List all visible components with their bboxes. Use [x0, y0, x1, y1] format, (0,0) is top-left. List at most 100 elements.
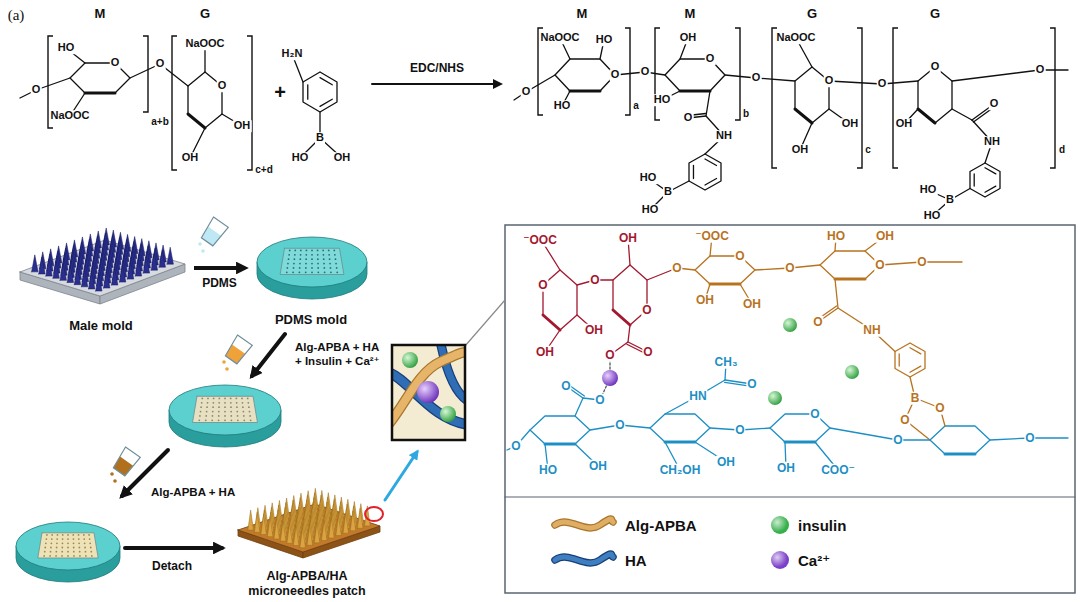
aromatic-bond: [705, 178, 717, 184]
mold-cavity: [85, 555, 87, 557]
structure-label: O: [916, 256, 927, 269]
process-label: Alg-APBA + HA: [150, 486, 236, 498]
mold-cavity: [56, 538, 58, 540]
polymer-bracket: [247, 36, 252, 170]
structure-label: HO: [538, 464, 558, 477]
mold-cavity: [335, 258, 337, 260]
mold-cavity: [230, 411, 232, 413]
mold-cavity: [293, 263, 295, 265]
mold-top: [16, 522, 120, 570]
mold-cavity-area: [38, 533, 98, 558]
insulin-sphere: [845, 365, 859, 379]
bond-line: [835, 279, 895, 352]
mold-cavity: [55, 555, 57, 557]
structure-label: B: [945, 194, 955, 206]
mold-cavity: [317, 271, 319, 273]
mold-cavity: [83, 538, 85, 540]
structure-label: O: [671, 262, 682, 275]
sugar-ring: [650, 414, 710, 442]
ring-front-edge: [545, 443, 575, 446]
zoom-inset: [388, 340, 470, 440]
mold-cavity: [230, 402, 232, 404]
mold-cavity: [242, 402, 244, 404]
mold-cavity: [61, 555, 63, 557]
structure-label: O: [734, 250, 745, 263]
structure-label: O: [537, 279, 548, 292]
mold-cavity: [73, 547, 75, 549]
structure-label: HO: [553, 100, 572, 112]
polymer-ribbon: [555, 554, 613, 563]
microneedle-cone: [314, 523, 320, 543]
structure-label: O: [751, 72, 762, 84]
structure-label: HO: [641, 204, 660, 216]
mold-cavity: [288, 258, 290, 260]
microneedle-cone: [74, 268, 80, 285]
legend-swatch: [771, 516, 789, 534]
mold-cavity: [67, 555, 69, 557]
structure-label: a+b: [150, 117, 170, 128]
aromatic-bond: [910, 348, 921, 354]
mold-cavity: [78, 538, 80, 540]
insulin-sphere: [402, 352, 418, 368]
structure-label: O: [734, 424, 745, 437]
microneedle-cone: [261, 515, 267, 535]
structure-label: CH₃: [714, 356, 739, 369]
mold-cavity: [317, 258, 319, 260]
mold-cavity: [50, 542, 52, 544]
mold-cavity: [50, 551, 52, 553]
legend-samples: [555, 519, 613, 563]
mold-cavity: [328, 250, 330, 252]
sugar-ring: [530, 416, 590, 444]
structure-label: NH: [715, 130, 733, 142]
mold-cavity: [323, 258, 325, 260]
sugar-ring: [930, 426, 990, 454]
bond-line: [545, 246, 560, 270]
bond-line: [830, 428, 930, 440]
mold-cavity: [73, 551, 75, 553]
microneedle-cone: [143, 256, 149, 273]
microneedle-cone: [293, 526, 299, 546]
sugar-ring: [70, 63, 130, 93]
sugar-ring: [820, 251, 880, 279]
mold-cavity: [61, 551, 63, 553]
structure-label: O: [874, 259, 885, 272]
structure-label: OH: [695, 294, 715, 307]
mold-cavity: [201, 402, 203, 404]
legend-label: insulin: [798, 518, 846, 533]
arrow-label: PDMS: [201, 277, 238, 290]
bond-line: [514, 75, 555, 100]
mold-cavity: [89, 538, 91, 540]
bond-line: [952, 70, 1068, 81]
insulin-sphere: [768, 391, 782, 405]
mold-cavity: [78, 547, 80, 549]
structure-label: HO: [826, 230, 846, 243]
polymer-bracket: [1050, 28, 1055, 168]
microneedle-cone: [248, 510, 254, 530]
mold-cavity: [73, 538, 75, 540]
mold-cavity: [248, 406, 250, 408]
mold-cavity: [218, 398, 220, 400]
microneedle-cone: [274, 519, 280, 539]
zoom-arrow: [385, 452, 417, 500]
mold-cavity: [287, 263, 289, 265]
structure-label: OH: [333, 152, 352, 164]
legend-label: Ca²⁺: [798, 553, 830, 568]
mold-cavity: [294, 250, 296, 252]
ring-front-edge: [795, 109, 812, 123]
structure-label: O: [877, 78, 888, 90]
process-arrow: [194, 266, 245, 270]
structure-label: O: [892, 434, 903, 447]
structure-label: d: [1058, 145, 1066, 156]
step-label: Alg-APBA/HA microneedles patch: [232, 569, 382, 598]
mold-cavity: [206, 406, 208, 408]
structure-label: O: [934, 402, 945, 415]
structure-label: HO: [923, 210, 942, 222]
aromatic-bond: [974, 174, 975, 186]
aromatic-bond: [899, 354, 900, 366]
mold-cavity: [224, 406, 226, 408]
mold-cavity: [231, 419, 233, 421]
mold-cavity: [212, 411, 214, 413]
mold-cavity: [305, 258, 307, 260]
